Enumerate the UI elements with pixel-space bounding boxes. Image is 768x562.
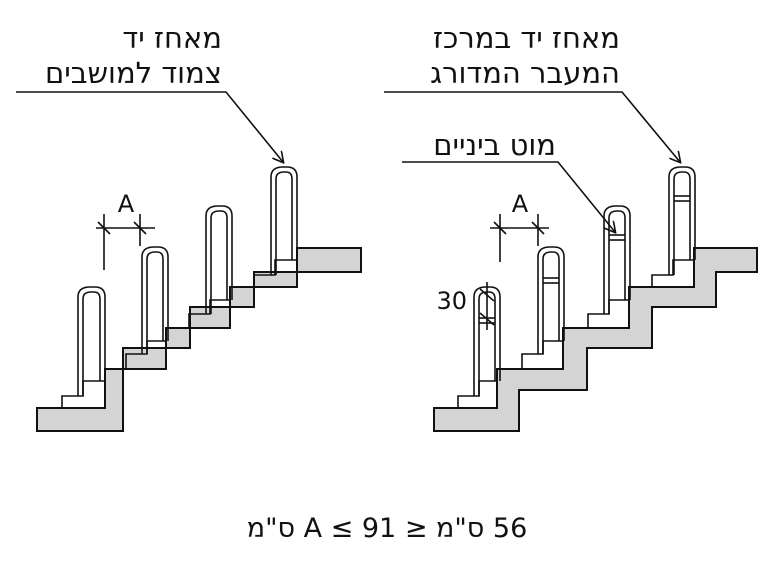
right-stair-body [433, 247, 758, 432]
left-handrail-post-1 [77, 286, 106, 396]
left-dimension-a [96, 214, 155, 270]
right-dimension-label: A [512, 190, 529, 218]
right-mid-rail-leader [402, 161, 615, 232]
right-handrail-post-3 [603, 205, 631, 314]
left-dimension-label: A [118, 190, 135, 218]
right-handrail-post-2 [537, 246, 565, 354]
right-mid-rail-label: מוט ביניים [433, 128, 556, 162]
right-height-label: 30 [436, 287, 467, 315]
left-tread-4 [253, 259, 297, 287]
left-label-line2: צמוד למושבים [45, 56, 222, 90]
right-label-line1: מאחז יד במרכז [433, 21, 620, 55]
left-leader-line [16, 91, 283, 162]
dimension-formula: 56 ס"מ ≤ A ≤ 91 ס"מ [247, 513, 528, 544]
right-label-line2: המעבר המדורג [430, 56, 620, 90]
right-tread-1 [457, 380, 497, 408]
left-handrail-post-2 [141, 246, 169, 354]
right-leader-line [384, 91, 680, 162]
right-height-dimension [479, 282, 495, 330]
right-dimension-a [490, 214, 549, 262]
left-handrail-post-3 [205, 205, 233, 314]
left-handrail-post-4 [270, 166, 298, 275]
left-tread-3 [188, 299, 230, 328]
left-stair-body [36, 247, 362, 432]
right-diagram: A 30 מאחז יד במרכז המעבר המדורג מוט ביני… [384, 21, 758, 432]
left-diagram: A מאחז יד צמוד למושבים [16, 21, 362, 432]
left-label-line1: מאחז יד [122, 21, 222, 55]
right-tread-4 [651, 259, 694, 287]
right-handrail-post-4 [668, 166, 696, 275]
